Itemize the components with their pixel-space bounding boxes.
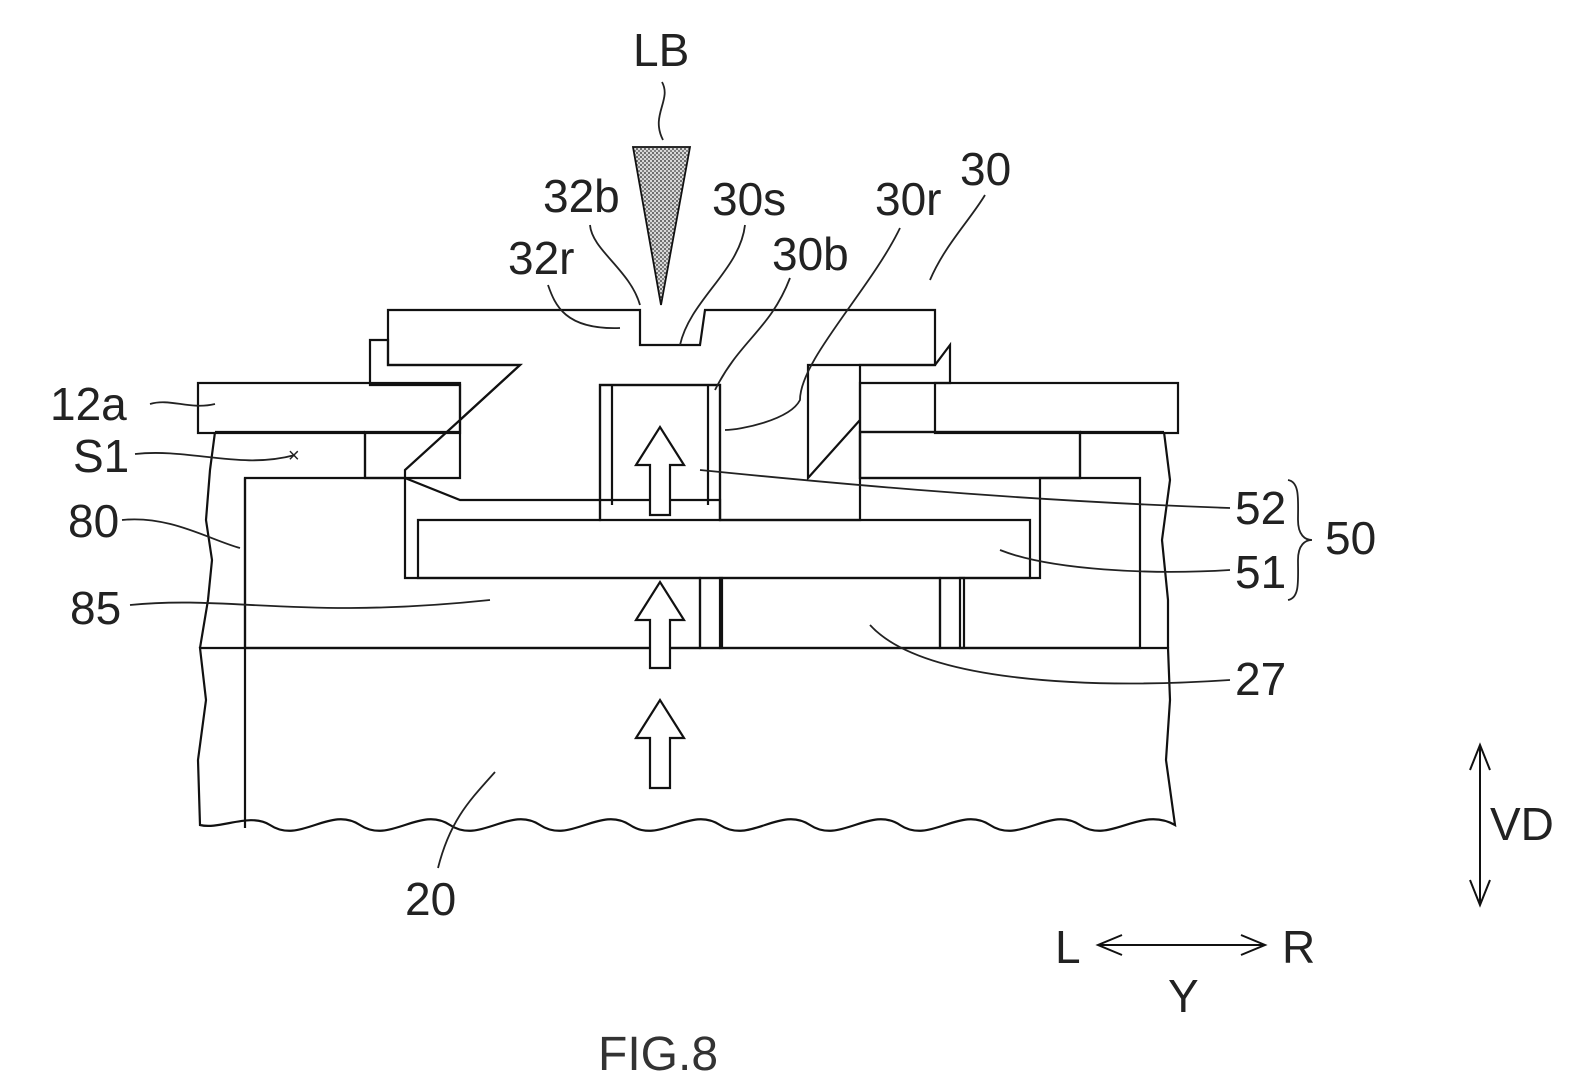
resin-right: [808, 345, 1080, 478]
laser-beam: [633, 147, 690, 305]
label-50: 50: [1325, 512, 1376, 564]
label-30r: 30r: [875, 173, 941, 225]
lead-27: [870, 625, 1230, 683]
brace-50: [1288, 480, 1312, 600]
label-r: R: [1282, 921, 1315, 973]
resin-left-wedge: [365, 340, 520, 478]
lead-80: [122, 519, 240, 548]
vd-arrow: [1470, 745, 1490, 905]
y-arrow: [1098, 935, 1265, 955]
terminal-51: [418, 500, 1030, 578]
figure-caption: FIG.8: [598, 1028, 718, 1075]
resin-80: [245, 478, 700, 648]
lead-52: [700, 470, 1230, 508]
label-27: 27: [1235, 653, 1286, 705]
label-85: 85: [70, 582, 121, 634]
channel-27-post: [700, 578, 722, 648]
arrow-up-top: [636, 427, 684, 515]
plate-12a-right: [935, 383, 1178, 433]
arrow-up-mid: [636, 582, 684, 668]
lead-20: [438, 772, 495, 868]
s1-marker-icon: ×: [288, 445, 300, 467]
label-lb: LB: [633, 24, 689, 76]
plate-left-edge: [200, 432, 215, 648]
lead-s1: [135, 453, 295, 460]
lead-32b: [590, 225, 640, 305]
lead-12a: [150, 402, 215, 405]
lead-30b: [715, 278, 790, 390]
channel-27: [720, 578, 940, 648]
label-20: 20: [405, 873, 456, 925]
plate-right-edge: [1162, 432, 1170, 648]
label-vd: VD: [1490, 798, 1554, 850]
label-51: 51: [1235, 546, 1286, 598]
label-32b: 32b: [543, 170, 620, 222]
label-30b: 30b: [772, 228, 849, 280]
label-12a: 12a: [50, 378, 127, 430]
lead-32r: [548, 285, 620, 328]
lead-85: [130, 600, 490, 608]
label-l: L: [1055, 921, 1081, 973]
plate-12a-left: [198, 383, 460, 433]
label-32r: 32r: [508, 232, 574, 284]
lead-51: [1000, 550, 1230, 572]
body-20: [198, 648, 1175, 831]
label-s1: S1: [73, 430, 129, 482]
resin-right-lower: [860, 432, 1080, 478]
label-80: 80: [68, 495, 119, 547]
label-y: Y: [1168, 970, 1199, 1022]
arrow-up-bottom: [636, 700, 684, 788]
label-30s: 30s: [712, 173, 786, 225]
label-30: 30: [960, 143, 1011, 195]
laser-beam-lead: [659, 82, 665, 140]
lead-30s: [680, 225, 745, 345]
label-52: 52: [1235, 482, 1286, 534]
